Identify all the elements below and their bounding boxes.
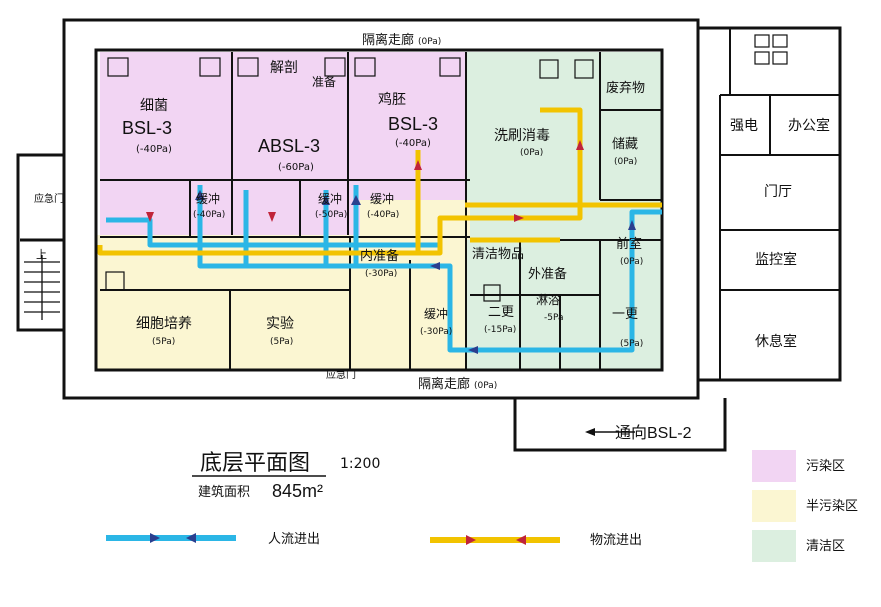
room-clean-item-name: 清洁物品 — [472, 247, 524, 262]
room-bacteria-pressure: (-40Pa) — [136, 144, 172, 155]
room-dissection-name: 解剖 — [270, 60, 298, 76]
room-buffer1-pressure: (-40Pa) — [193, 210, 225, 220]
stairs-label: 上 — [36, 248, 47, 261]
emergency-door-top: 应急门 — [34, 192, 64, 205]
room-buffer2-pressure: (-50Pa) — [315, 210, 347, 220]
emergency-door-bottom: 应急门 — [326, 368, 356, 381]
room-buffer1-name: 缓冲 — [196, 191, 220, 206]
room-change2-pressure: (-15Pa) — [484, 325, 516, 335]
material-flow-path — [97, 107, 662, 256]
staircase — [24, 255, 60, 320]
semi-contaminated-zone — [96, 235, 476, 370]
legend-material-arrow2 — [516, 535, 526, 545]
room-change1-name: 一更 — [612, 307, 638, 322]
corridor-bottom-pressure: (0Pa) — [474, 381, 497, 391]
legend-semi-swatch — [752, 490, 796, 522]
room-wash-name: 洗刷消毒 — [494, 128, 550, 144]
legend-semi-label: 半污染区 — [806, 499, 858, 514]
room-outer-prep-name: 外准备 — [528, 266, 567, 282]
room-lounge-name: 休息室 — [755, 333, 797, 350]
legend-clean-swatch — [752, 530, 796, 562]
room-experiment-name: 实验 — [266, 316, 294, 332]
room-waste-name: 废弃物 — [606, 80, 645, 96]
room-wash-pressure: (0Pa) — [520, 148, 543, 158]
room-shower-pressure: -5Pa — [544, 313, 564, 323]
room-buffer-bottom-pressure: (-30Pa) — [420, 327, 452, 337]
plan-title: 底层平面图 — [200, 451, 310, 476]
room-hall-name: 门厅 — [764, 184, 792, 200]
corridor-top-pressure: (0Pa) — [418, 37, 441, 47]
room-embryo-level: BSL-3 — [388, 114, 438, 134]
area-label: 建筑面积 — [198, 484, 250, 500]
legend-contaminated-label: 污染区 — [806, 459, 845, 474]
room-experiment-pressure: (5Pa) — [270, 337, 293, 347]
flow-arrowheads — [146, 140, 636, 354]
room-inner-prep-name: 内准备 — [360, 248, 399, 264]
room-absl-pressure: (-60Pa) — [278, 162, 314, 173]
corridor-top-label: 隔离走廊 — [362, 32, 414, 48]
room-monitor-name: 监控室 — [755, 251, 797, 268]
clean-zone-main — [466, 52, 662, 370]
room-change2-name: 二更 — [488, 305, 514, 320]
room-front-room-name: 前室 — [616, 236, 642, 252]
room-change1-pressure: (5Pa) — [620, 339, 643, 349]
room-inner-prep-pressure: (-30Pa) — [365, 269, 397, 279]
legend-person-label: 人流进出 — [268, 532, 320, 547]
legend-material-label: 物流进出 — [590, 533, 642, 548]
to-bsl2-label: 通向BSL-2 — [615, 424, 692, 442]
room-embryo-pressure: (-40Pa) — [395, 138, 431, 149]
room-storage-name: 储藏 — [612, 137, 638, 152]
room-embryo-name: 鸡胚 — [378, 91, 406, 108]
plan-scale: 1:200 — [340, 456, 380, 472]
area-value: 845m² — [272, 481, 323, 501]
room-cell-pressure: (5Pa) — [152, 337, 175, 347]
legend-person-arrow2 — [186, 533, 196, 543]
room-bacteria-name: 细菌 — [140, 98, 168, 114]
room-buffer2-name: 缓冲 — [318, 191, 342, 206]
legend-person-arrow1 — [150, 533, 160, 543]
legend-contaminated-swatch — [752, 450, 796, 482]
legend-material-arrow1 — [466, 535, 476, 545]
room-storage-pressure: (0Pa) — [614, 157, 637, 167]
legend-clean-label: 清洁区 — [806, 539, 845, 554]
room-cell-name: 细胞培养 — [136, 316, 192, 332]
room-buffer-bottom-name: 缓冲 — [424, 306, 448, 321]
equipment-fixtures — [105, 34, 788, 302]
to-bsl2-arrowhead — [585, 428, 595, 436]
room-buffer3-name: 缓冲 — [370, 191, 394, 206]
room-front-room-pressure: (0Pa) — [620, 257, 643, 267]
room-office-name: 办公室 — [788, 117, 830, 134]
room-prep-top-name: 准备 — [312, 75, 336, 89]
room-shower-name: 淋浴 — [536, 293, 560, 307]
corridor-bottom-label: 隔离走廊 — [418, 376, 470, 392]
room-absl-level: ABSL-3 — [258, 136, 320, 156]
room-power-name: 强电 — [730, 118, 758, 134]
room-bacteria-level: BSL-3 — [122, 118, 172, 138]
room-buffer3-pressure: (-40Pa) — [367, 210, 399, 220]
